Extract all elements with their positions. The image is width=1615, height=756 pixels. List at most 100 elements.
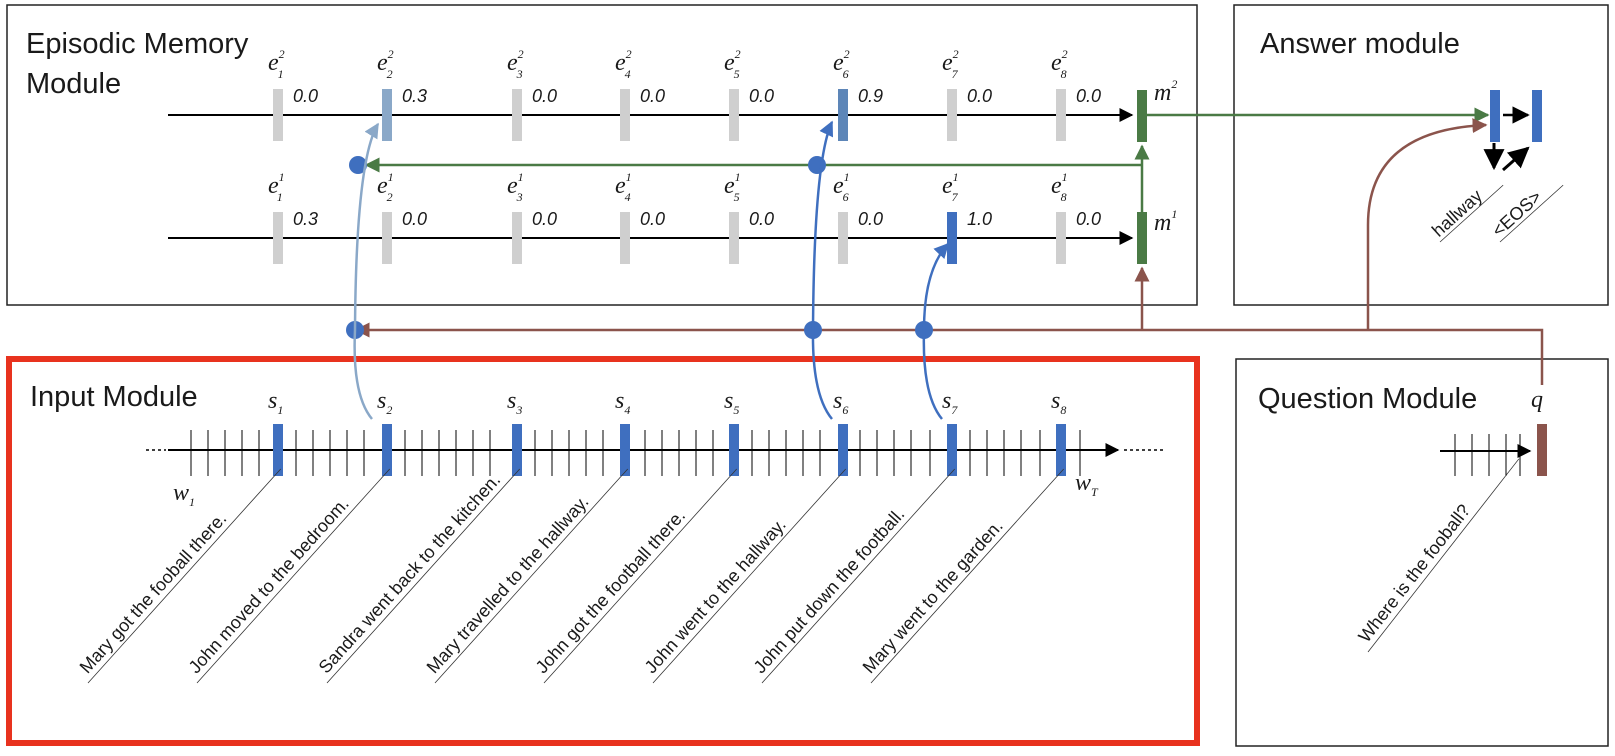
sentence-underline: [434, 468, 629, 684]
sentence-underline: [196, 468, 391, 684]
memory-m1-label: m1: [1154, 207, 1177, 236]
sentence-s6-label: s6: [833, 388, 848, 417]
episode-pass1-vector-6: [838, 212, 848, 264]
sentence-s4-label: s4: [615, 388, 630, 417]
episode-pass2-vector-2: [382, 89, 392, 141]
episode-pass1-vector-7: [947, 212, 957, 264]
sentence-text-6: John went to the hallway.: [641, 468, 847, 684]
sentence-underline: [652, 468, 847, 684]
episode-pass2-score-6: 0.9: [858, 86, 883, 106]
sentence-s3-label: s3: [507, 388, 522, 417]
sentence-s5-vector: [729, 424, 739, 476]
s7-to-e7-1-connector: [922, 242, 950, 420]
memory-m2-label: m2: [1154, 77, 1177, 106]
input-module-box: [6, 356, 1200, 746]
question-text: Where is the fooball?: [1354, 500, 1474, 646]
sentence-s3-vector: [512, 424, 522, 476]
episode-pass2-score-5: 0.0: [749, 86, 774, 106]
sentence-s2-label: s2: [377, 388, 392, 417]
question-q-label: q: [1531, 387, 1543, 413]
answer-gru-vector-2: [1532, 90, 1542, 142]
sentence-text-5: John got the football there.: [532, 468, 738, 684]
word-w1-label: w1: [173, 480, 195, 509]
memory-m2-vector: [1137, 90, 1147, 142]
sentence-underline: [870, 468, 1065, 684]
episode-pass2-vector-1: [273, 89, 283, 141]
answer-module-box: [1233, 4, 1609, 306]
episode-pass2-vector-5: [729, 89, 739, 141]
sentence-s1-vector: [273, 424, 283, 476]
word-wT-label: wT: [1075, 470, 1099, 499]
episode-pass2-vector-8: [1056, 89, 1066, 141]
sentence-s4-vector: [620, 424, 630, 476]
episode-pass2-score-4: 0.0: [640, 86, 665, 106]
question-module-box: [1235, 358, 1609, 747]
sentence-s1-label: s1: [268, 388, 283, 417]
episode-pass2-score-2: 0.3: [402, 86, 427, 106]
question-module-title: Question Module: [1258, 383, 1477, 415]
question-vector: [1537, 424, 1547, 476]
sentence-s8-label: s8: [1051, 388, 1066, 417]
episode-pass1-score-6: 0.0: [858, 209, 883, 229]
answer-token-hallway: hallway: [1428, 186, 1486, 241]
episode-pass1-score-4: 0.0: [640, 209, 665, 229]
sentence-text-3: Sandra went back to the kitchen.: [315, 468, 521, 684]
sentence-text-7: John put down the football.: [750, 468, 956, 684]
sentence-text-8: Mary went to the garden.: [859, 468, 1065, 684]
episodic-memory-module-box: [6, 4, 1198, 306]
attention-node-m1-s2: [349, 156, 367, 174]
s2-to-e2-2-connector: [353, 122, 380, 420]
sentence-s2-vector: [382, 424, 392, 476]
answer-token-underline: [1439, 184, 1504, 243]
sentence-s7-vector: [947, 424, 957, 476]
sentence-underline: [326, 468, 521, 684]
episode-pass1-vector-2: [382, 212, 392, 264]
s6-to-e6-2-connector: [811, 120, 834, 420]
episode-pass1-score-1: 0.3: [293, 209, 318, 229]
episode-pass1-vector-3: [512, 212, 522, 264]
episode-pass2-vector-6: [838, 89, 848, 141]
episode-pass1-vector-8: [1056, 212, 1066, 264]
input-module-title: Input Module: [30, 381, 198, 413]
sentence-s7-label: s7: [942, 388, 958, 417]
episode-pass2-vector-4: [620, 89, 630, 141]
sentence-underline: [543, 468, 738, 684]
episode-pass1-score-2: 0.0: [402, 209, 427, 229]
sentence-underline: [761, 468, 956, 684]
episode-pass1-score-5: 0.0: [749, 209, 774, 229]
question-to-answer-arrow: [1366, 118, 1488, 330]
question-underline: [1367, 458, 1520, 653]
episode-pass1-score-7: 1.0: [967, 209, 992, 229]
episode-pass2-score-7: 0.0: [967, 86, 992, 106]
episode-pass2-score-8: 0.0: [1076, 86, 1101, 106]
answer-token-underline: [1499, 184, 1564, 243]
episode-pass1-vector-5: [729, 212, 739, 264]
sentence-s8-vector: [1056, 424, 1066, 476]
answer-gru-vector-1: [1490, 90, 1500, 142]
sentence-s6-vector: [838, 424, 848, 476]
sentence-s5-label: s5: [724, 388, 739, 417]
episode-pass2-score-3: 0.0: [532, 86, 557, 106]
episodic-module-title-line1: Episodic Memory: [26, 28, 249, 60]
episode-pass2-vector-7: [947, 89, 957, 141]
episode-pass1-vector-4: [620, 212, 630, 264]
memory-m1-vector: [1137, 212, 1147, 264]
episode-pass2-score-1: 0.0: [293, 86, 318, 106]
episode-pass1-vector-1: [273, 212, 283, 264]
